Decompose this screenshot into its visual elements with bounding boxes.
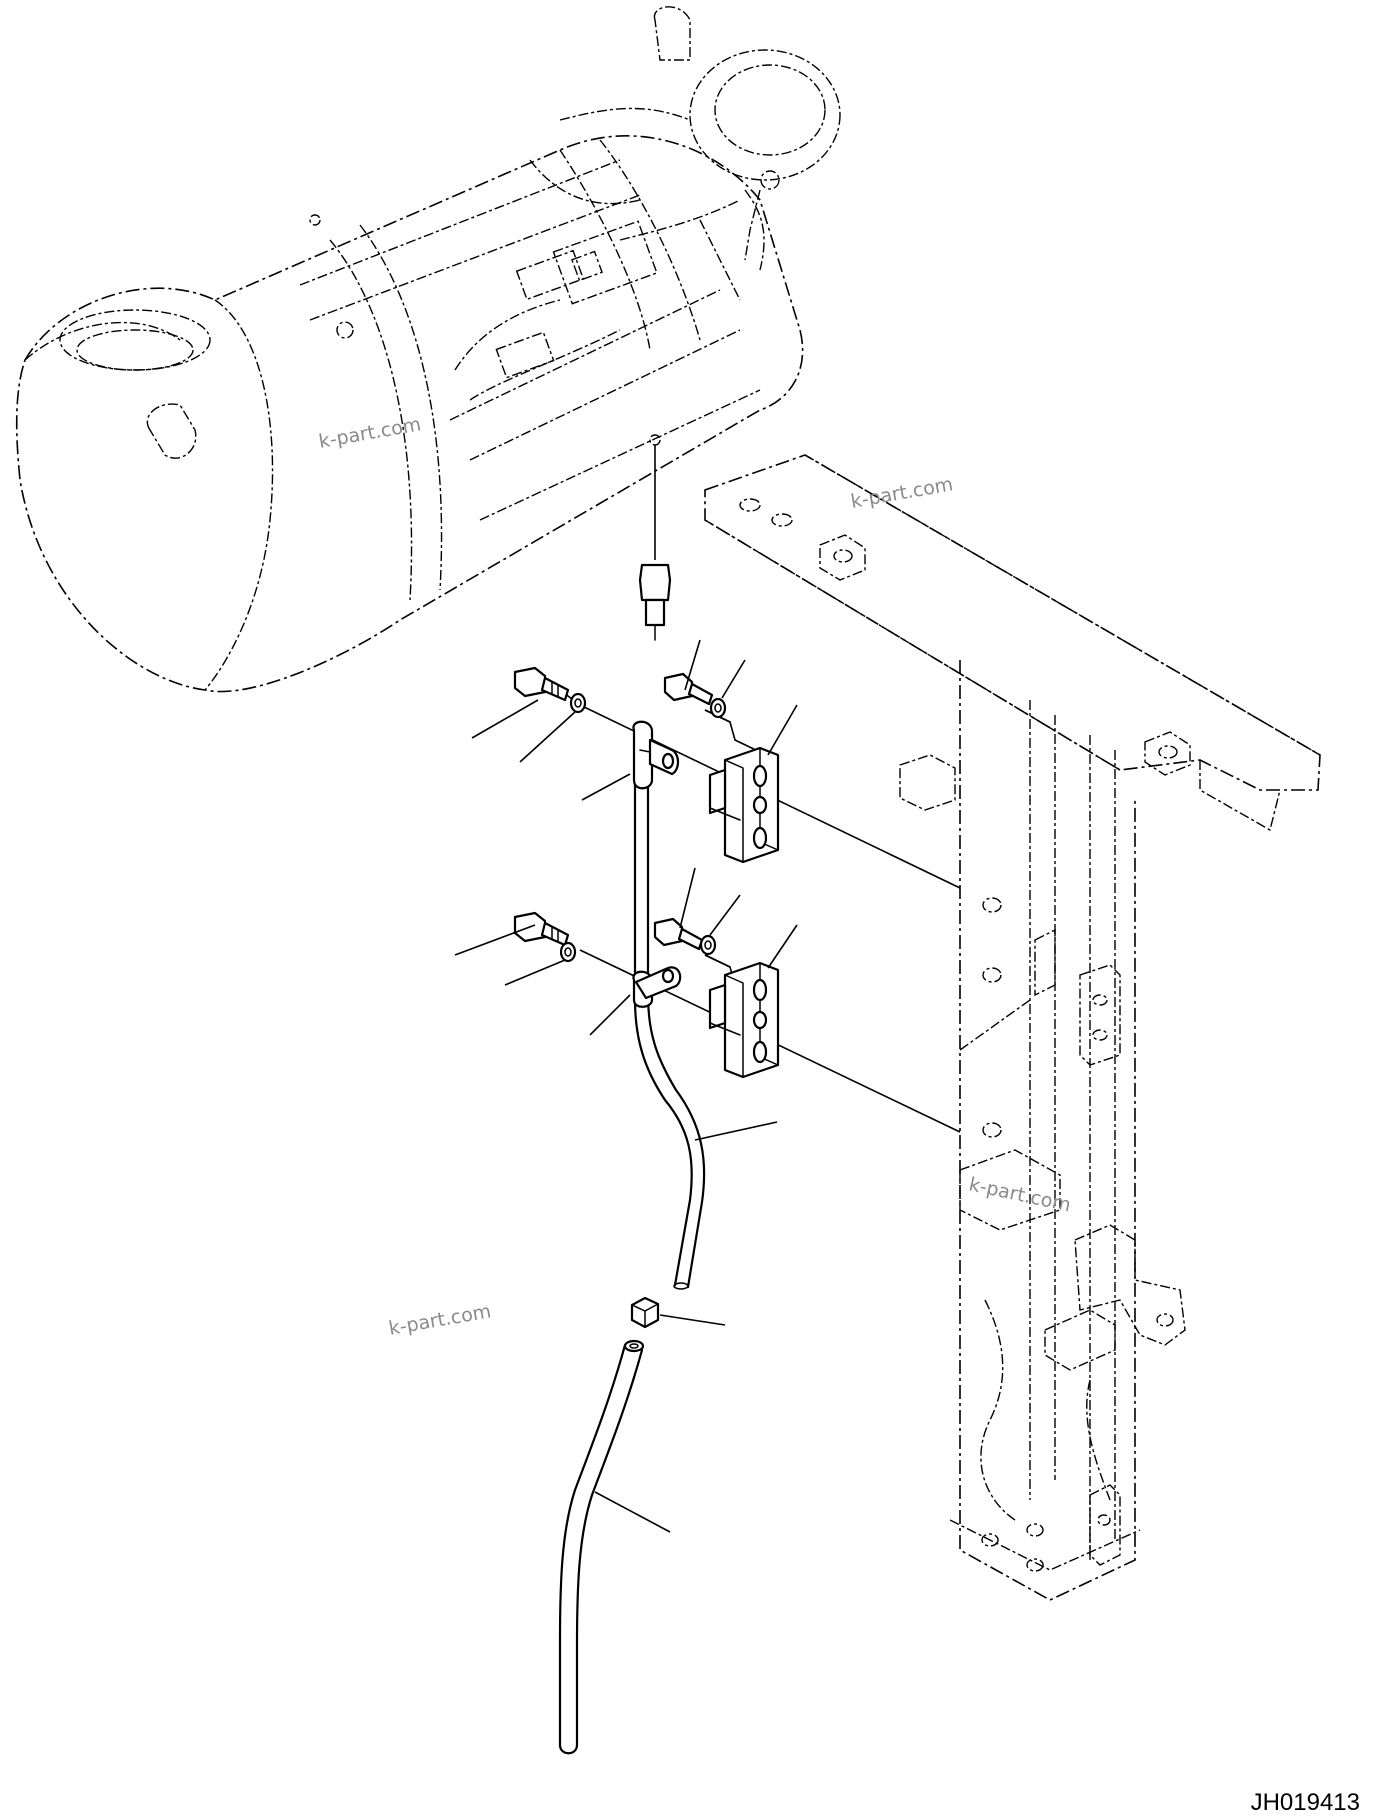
washer-upper-right [709, 697, 727, 719]
watermark-3: k-part.com [967, 1173, 1073, 1216]
clamp-upper [632, 720, 680, 790]
aftertreatment-canister [15, 6, 841, 693]
watermark-2: k-part.com [849, 473, 955, 513]
bolt-upper-left [513, 666, 570, 702]
bolt-upper-right [663, 672, 714, 706]
sensor-tube-upper [633, 728, 706, 1290]
bracket-plate-upper [708, 746, 780, 864]
washer-lower-left [559, 941, 577, 963]
clamp-lower [632, 966, 682, 1008]
washer-lower-right [699, 934, 717, 956]
washer-upper-left [569, 692, 587, 714]
drawing-code: JH019413 [1251, 1789, 1360, 1816]
watermark-1: k-part.com [317, 413, 423, 453]
sensor-hose-lower [558, 1339, 645, 1755]
nut [630, 1296, 660, 1329]
watermark-4: k-part.com [387, 1300, 493, 1340]
bolt-lower-right [653, 917, 704, 951]
machine-frame [704, 454, 1321, 1601]
pipe-fitting-top [638, 563, 672, 641]
leader-lines [454, 639, 798, 1533]
bracket-plate-lower [708, 961, 780, 1079]
